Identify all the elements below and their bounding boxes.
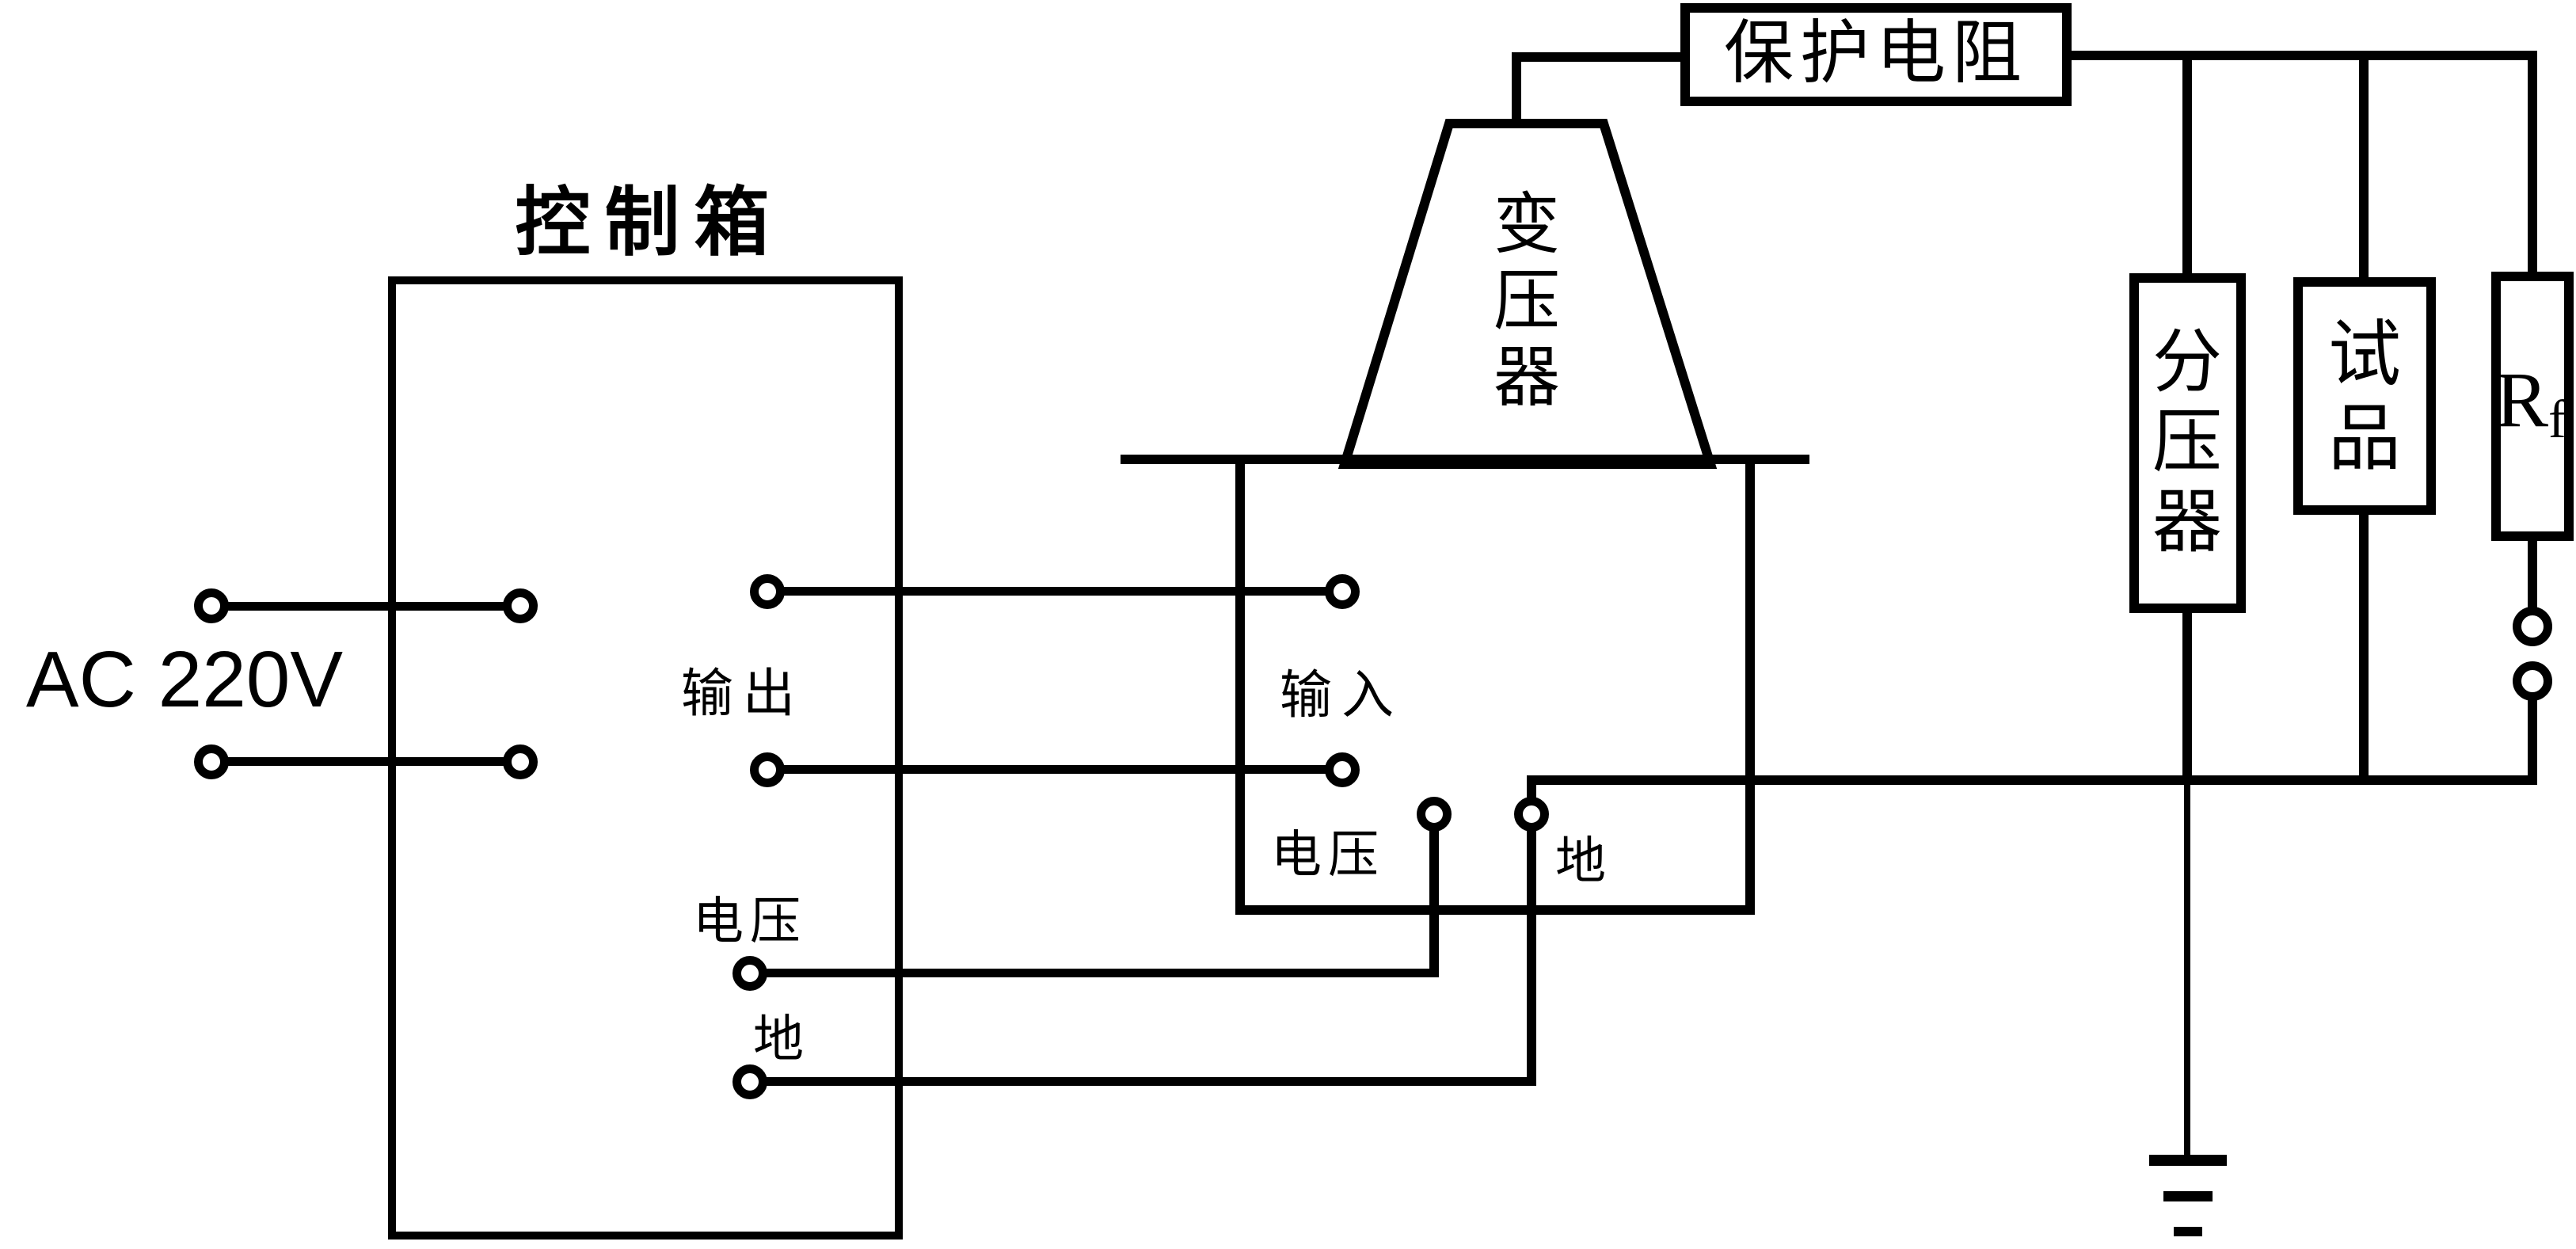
ac-terminal-upper-right	[503, 588, 538, 623]
control-voltage-terminal	[732, 956, 767, 991]
input-terminal-lower	[1325, 752, 1360, 787]
transformer-hv-wire-h	[1512, 52, 1680, 62]
rf-label-sub: f	[2548, 389, 2566, 449]
earth-ground-bar-1	[2149, 1155, 2227, 1166]
hv-return-bus-wire	[1527, 775, 2537, 785]
protection-resistor-box	[1680, 3, 2072, 106]
input-label: 输入	[1280, 667, 1403, 725]
output-lower-wire	[767, 765, 1342, 774]
rf-box	[2491, 272, 2574, 541]
rf-gap-terminal-lower	[2513, 661, 2552, 701]
transformer-base-box	[1235, 455, 1755, 915]
earth-stem-wire	[2184, 780, 2190, 1155]
input-terminal-upper	[1325, 574, 1360, 609]
test-sample-label: 试品	[2328, 314, 2402, 479]
ground-link-wire-h	[750, 1077, 1536, 1086]
voltage-link-wire-v	[1429, 816, 1439, 977]
rf-drop-wire	[2528, 51, 2537, 276]
output-terminal-upper	[750, 574, 785, 609]
control-box-title: 控制箱	[515, 181, 784, 265]
divider-bottom-wire	[2182, 608, 2192, 785]
ac-terminal-lower-right	[503, 744, 538, 779]
rf-gap-wire	[2528, 698, 2537, 785]
transformer-label: 变压器	[1493, 188, 1561, 416]
earth-ground-bar-3	[2174, 1227, 2202, 1236]
ac-terminal-lower-left	[194, 744, 229, 779]
voltage-divider-label: 分压器	[2152, 325, 2223, 562]
ac-source-label: AC 220V	[25, 635, 344, 724]
transformer-voltage-terminal	[1417, 797, 1452, 832]
sample-drop-wire	[2359, 51, 2369, 282]
ground-bus-stub	[1527, 775, 1536, 801]
rf-gap-terminal-upper	[2513, 607, 2552, 646]
rf-bottom-wire	[2528, 541, 2537, 610]
transformer-ground-terminal	[1514, 797, 1549, 832]
rf-label-main: R	[2495, 356, 2549, 444]
ac-lower-wire	[211, 757, 520, 766]
output-upper-wire	[767, 587, 1342, 596]
sample-bottom-wire	[2359, 510, 2369, 785]
control-ground-terminal	[732, 1064, 767, 1099]
test-sample-box	[2293, 277, 2436, 515]
transformer-trapezoid	[1337, 119, 1718, 469]
control-ground-label: 地	[753, 1011, 804, 1068]
voltage-divider-box	[2129, 273, 2246, 613]
voltage-link-wire-h	[750, 969, 1439, 977]
output-terminal-lower	[750, 752, 785, 787]
output-label: 输出	[681, 665, 805, 723]
top-bus-wire	[2072, 51, 2537, 60]
rf-label: Rf	[2495, 360, 2566, 447]
divider-drop-wire	[2182, 51, 2192, 278]
protection-resistor-label: 保护电阻	[1723, 16, 2029, 93]
ac-terminal-upper-left	[194, 588, 229, 623]
earth-ground-bar-2	[2163, 1191, 2213, 1201]
transformer-ground-label: 地	[1555, 833, 1606, 889]
control-voltage-label: 电压	[693, 893, 807, 950]
transformer-voltage-label: 电压	[1271, 827, 1385, 883]
transformer-hv-wire-v	[1512, 52, 1521, 128]
ac-upper-wire	[211, 602, 520, 611]
control-box	[388, 276, 903, 1239]
ground-link-wire-v	[1527, 816, 1536, 1086]
